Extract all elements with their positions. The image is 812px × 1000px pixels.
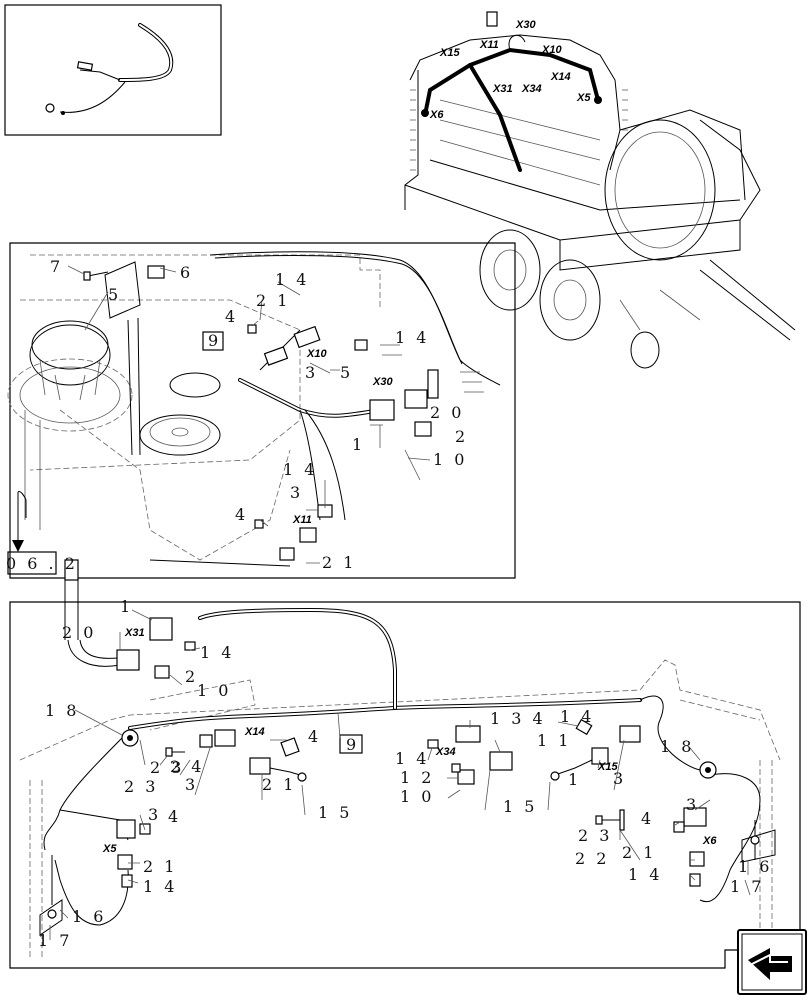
bot-label-10a: 1 0: [197, 681, 231, 700]
bot-label-x15: X15: [597, 761, 618, 773]
bot-label-16a: 1 6: [72, 907, 106, 926]
bot-label-21c: 2 1: [622, 843, 656, 862]
inset-cable-detail: [4, 4, 222, 136]
mid-label-20: 2 0: [430, 403, 464, 422]
bot-label-1: 1: [120, 597, 133, 616]
baler-overview-drawing: X30 X11 X15 X10 X14 X31 X34 X5 X6: [404, 11, 796, 369]
bot-label-16b: 1 6: [738, 857, 772, 876]
mid-label-10: 1 0: [433, 450, 467, 469]
mid-label-2: 2: [455, 427, 468, 446]
bot-label-21b: 2 1: [143, 857, 177, 876]
bot-label-15a: 1 5: [318, 803, 352, 822]
mid-label-4a: 4: [225, 307, 238, 326]
bot-label-22: 2 2: [575, 849, 609, 868]
bot-label-4c: 4: [641, 809, 654, 828]
mid-label-x10: X10: [306, 348, 327, 360]
top-label-x5: X5: [576, 92, 591, 104]
mid-label-3a: 3: [305, 363, 318, 382]
top-label-x30: X30: [515, 19, 536, 31]
mid-label-14b: 1 4: [395, 328, 429, 347]
bot-label-x6: X6: [702, 835, 717, 847]
bot-label-134: 1 3 4: [490, 709, 546, 728]
bot-label-23a: 2 3: [150, 758, 184, 777]
top-label-x6: X6: [429, 109, 444, 121]
bot-label-21a: 2 1: [262, 775, 296, 794]
top-label-x10: X10: [541, 44, 562, 56]
mid-label-7: 7: [50, 257, 63, 276]
top-label-x31: X31: [492, 83, 513, 95]
bot-label-x5: X5: [102, 843, 117, 855]
bot-label-14d: 1 4: [143, 877, 177, 896]
bot-label-24: 2 4: [170, 757, 204, 776]
bot-label-17b: 1 7: [730, 877, 764, 896]
bot-label-14a: 1 4: [200, 643, 234, 662]
mid-label-21a: 2 1: [256, 291, 290, 310]
mid-label-4b: 4: [235, 505, 248, 524]
mid-label-ref062: 0 6 . 2: [6, 554, 78, 573]
bot-label-x14: X14: [244, 726, 265, 738]
bot-label-15b: 1 5: [503, 797, 537, 816]
middle-detail-panel: 7 6 5 1 4 2 1 4 9 X10 3 5 1 4 X30 2 0 2 …: [6, 242, 516, 640]
mid-label-5: 5: [108, 285, 121, 304]
bot-label-4b: 4: [168, 807, 181, 826]
bot-label-14c: 1 4: [560, 707, 594, 726]
bot-label-18a: 1 8: [45, 701, 79, 720]
mid-label-x30: X30: [372, 376, 393, 388]
top-label-x14: X14: [550, 71, 571, 83]
bot-label-14b: 1 4: [395, 749, 429, 768]
bot-label-10b: 1 0: [400, 787, 434, 806]
mid-label-ref9: 9: [208, 331, 221, 350]
mid-label-6: 6: [180, 263, 193, 282]
bot-label-2a: 2: [185, 667, 198, 686]
next-page-arrow-icon[interactable]: [737, 929, 807, 995]
top-label-x11: X11: [479, 39, 499, 51]
bottom-harness-panel: 1 X31 2 0 1 4 2 1 0 1 8 2 3 2 4 3 2 3 X1…: [9, 597, 801, 969]
bot-label-17a: 1 7: [38, 931, 72, 950]
bot-label-3d: 3: [686, 795, 699, 814]
mid-label-x11: X11: [292, 514, 312, 526]
mid-label-3b: 3: [290, 483, 303, 502]
mid-label-14c: 1 4: [283, 460, 317, 479]
bot-label-3a: 3: [185, 775, 198, 794]
bot-label-23-right: 2 3: [578, 826, 612, 845]
mid-label-1: 1: [352, 435, 365, 454]
bot-label-ref9: 9: [346, 735, 359, 754]
bot-label-14e: 1 4: [628, 865, 662, 884]
bot-label-3c: 3: [148, 805, 161, 824]
mid-label-21b: 2 1: [322, 553, 356, 572]
bot-label-20: 2 0: [62, 623, 96, 642]
bot-label-12: 1 2: [400, 768, 434, 787]
bot-label-x34: X34: [435, 746, 456, 758]
bot-label-23b: 2 3: [124, 777, 158, 796]
bot-label-x31: X31: [124, 627, 145, 639]
top-label-x15: X15: [439, 47, 460, 59]
bot-label-4a: 4: [308, 727, 321, 746]
bot-label-11: 1 1: [537, 731, 571, 750]
mid-label-5b: 5: [340, 363, 353, 382]
bot-label-18b: 1 8: [660, 737, 694, 756]
bot-label-1b: 1: [568, 770, 581, 789]
bot-label-3b: 3: [613, 769, 626, 788]
top-label-x34: X34: [521, 83, 542, 95]
mid-label-14a: 1 4: [275, 270, 309, 289]
